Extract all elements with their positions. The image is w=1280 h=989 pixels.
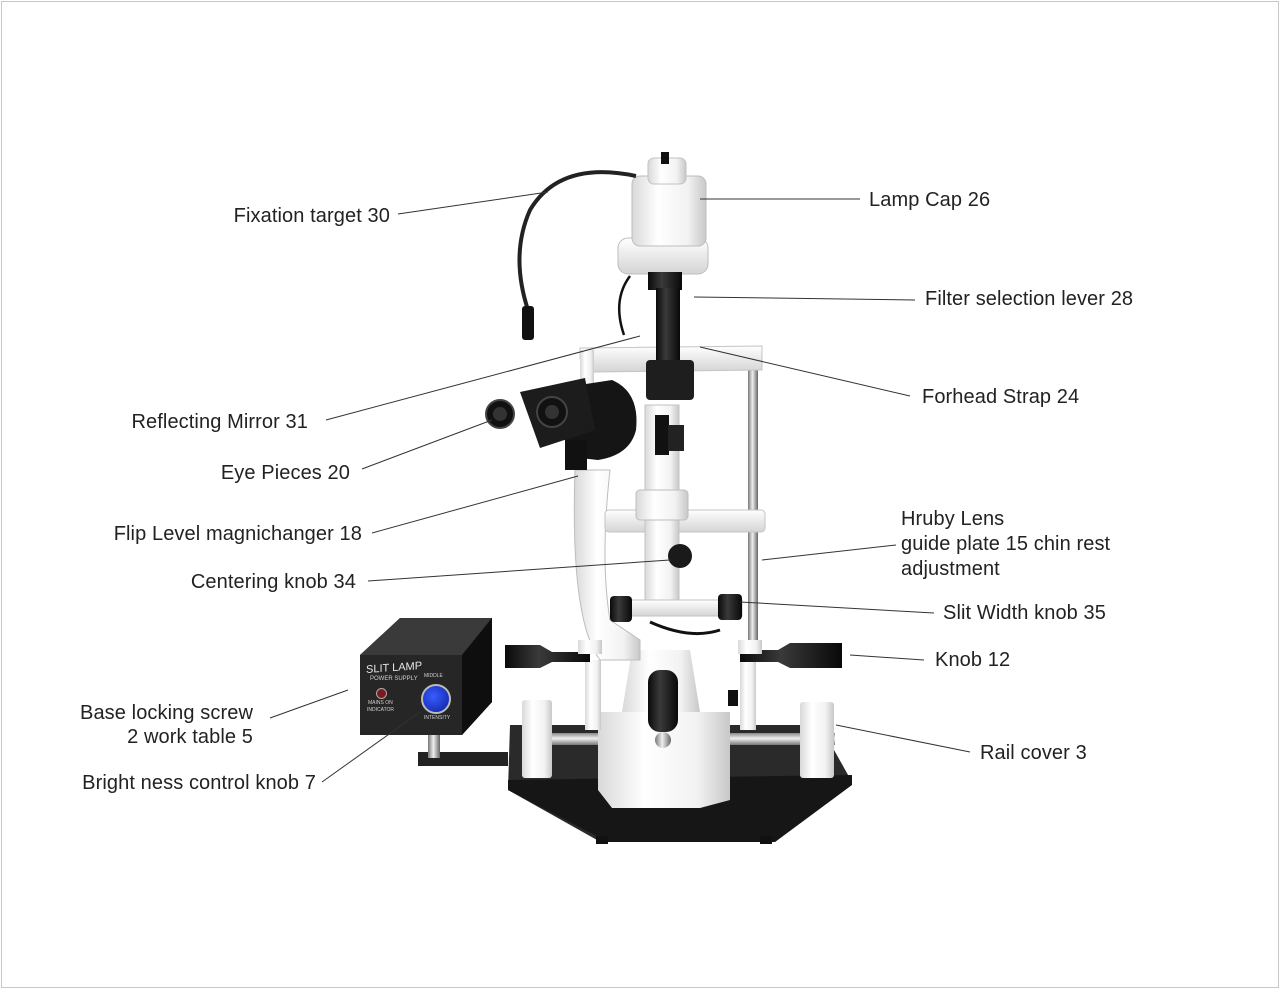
label-eye-pieces: Eye Pieces 20 (220, 462, 350, 484)
power-arm (418, 728, 508, 766)
label-hruby-lens-line3: adjustment (901, 558, 1000, 580)
binocular-microscope (485, 378, 637, 470)
label-hruby-lens-line1: Hruby Lens (901, 508, 1005, 530)
fixation-target-gooseneck (517, 170, 637, 340)
label-filter-selection-lever: Filter selection lever 28 (925, 288, 1134, 310)
label-flip-level-magnichanger: Flip Level magnichanger 18 (113, 523, 362, 545)
label-base-locking-screw-line1: Base locking screw (80, 702, 253, 724)
label-forhead-strap: Forhead Strap 24 (922, 386, 1080, 408)
power-panel-subtitle: POWER SUPPLY (370, 676, 418, 682)
centering-knob (668, 544, 692, 568)
label-knob-12: Knob 12 (935, 649, 1011, 671)
power-supply-box (360, 618, 492, 735)
label-slit-width-knob: Slit Width knob 35 (943, 602, 1106, 624)
label-hruby-lens-line2: guide plate 15 chin rest (901, 533, 1111, 555)
knob-12-handles (505, 640, 842, 668)
label-centering-knob: Centering knob 34 (190, 571, 356, 593)
base-plate (508, 725, 852, 844)
label-reflecting-mirror: Reflecting Mirror 31 (131, 411, 308, 433)
lamp-head (617, 152, 709, 400)
slit-width-knob-row (610, 594, 743, 636)
chin-body (585, 650, 756, 808)
label-rail-cover: Rail cover 3 (980, 742, 1087, 764)
label-brightness-control-knob: Bright ness control knob 7 (82, 772, 316, 794)
brightness-control-knob[interactable] (421, 684, 451, 714)
intensity-knob-label-top: MIDDLE (424, 673, 443, 679)
illumination-column (635, 404, 689, 606)
label-fixation-target: Fixation target 30 (233, 205, 390, 227)
label-base-locking-screw-line2: 2 work table 5 (127, 726, 253, 748)
power-indicator-label-1: MAINS ON (368, 700, 393, 706)
leader-lines (269, 191, 971, 783)
label-lamp-cap: Lamp Cap 26 (869, 189, 991, 211)
intensity-knob-label-bottom: INTENSITY (424, 715, 451, 721)
power-indicator-label-2: INDICATOR (367, 707, 395, 713)
power-indicator-light[interactable] (376, 688, 387, 699)
